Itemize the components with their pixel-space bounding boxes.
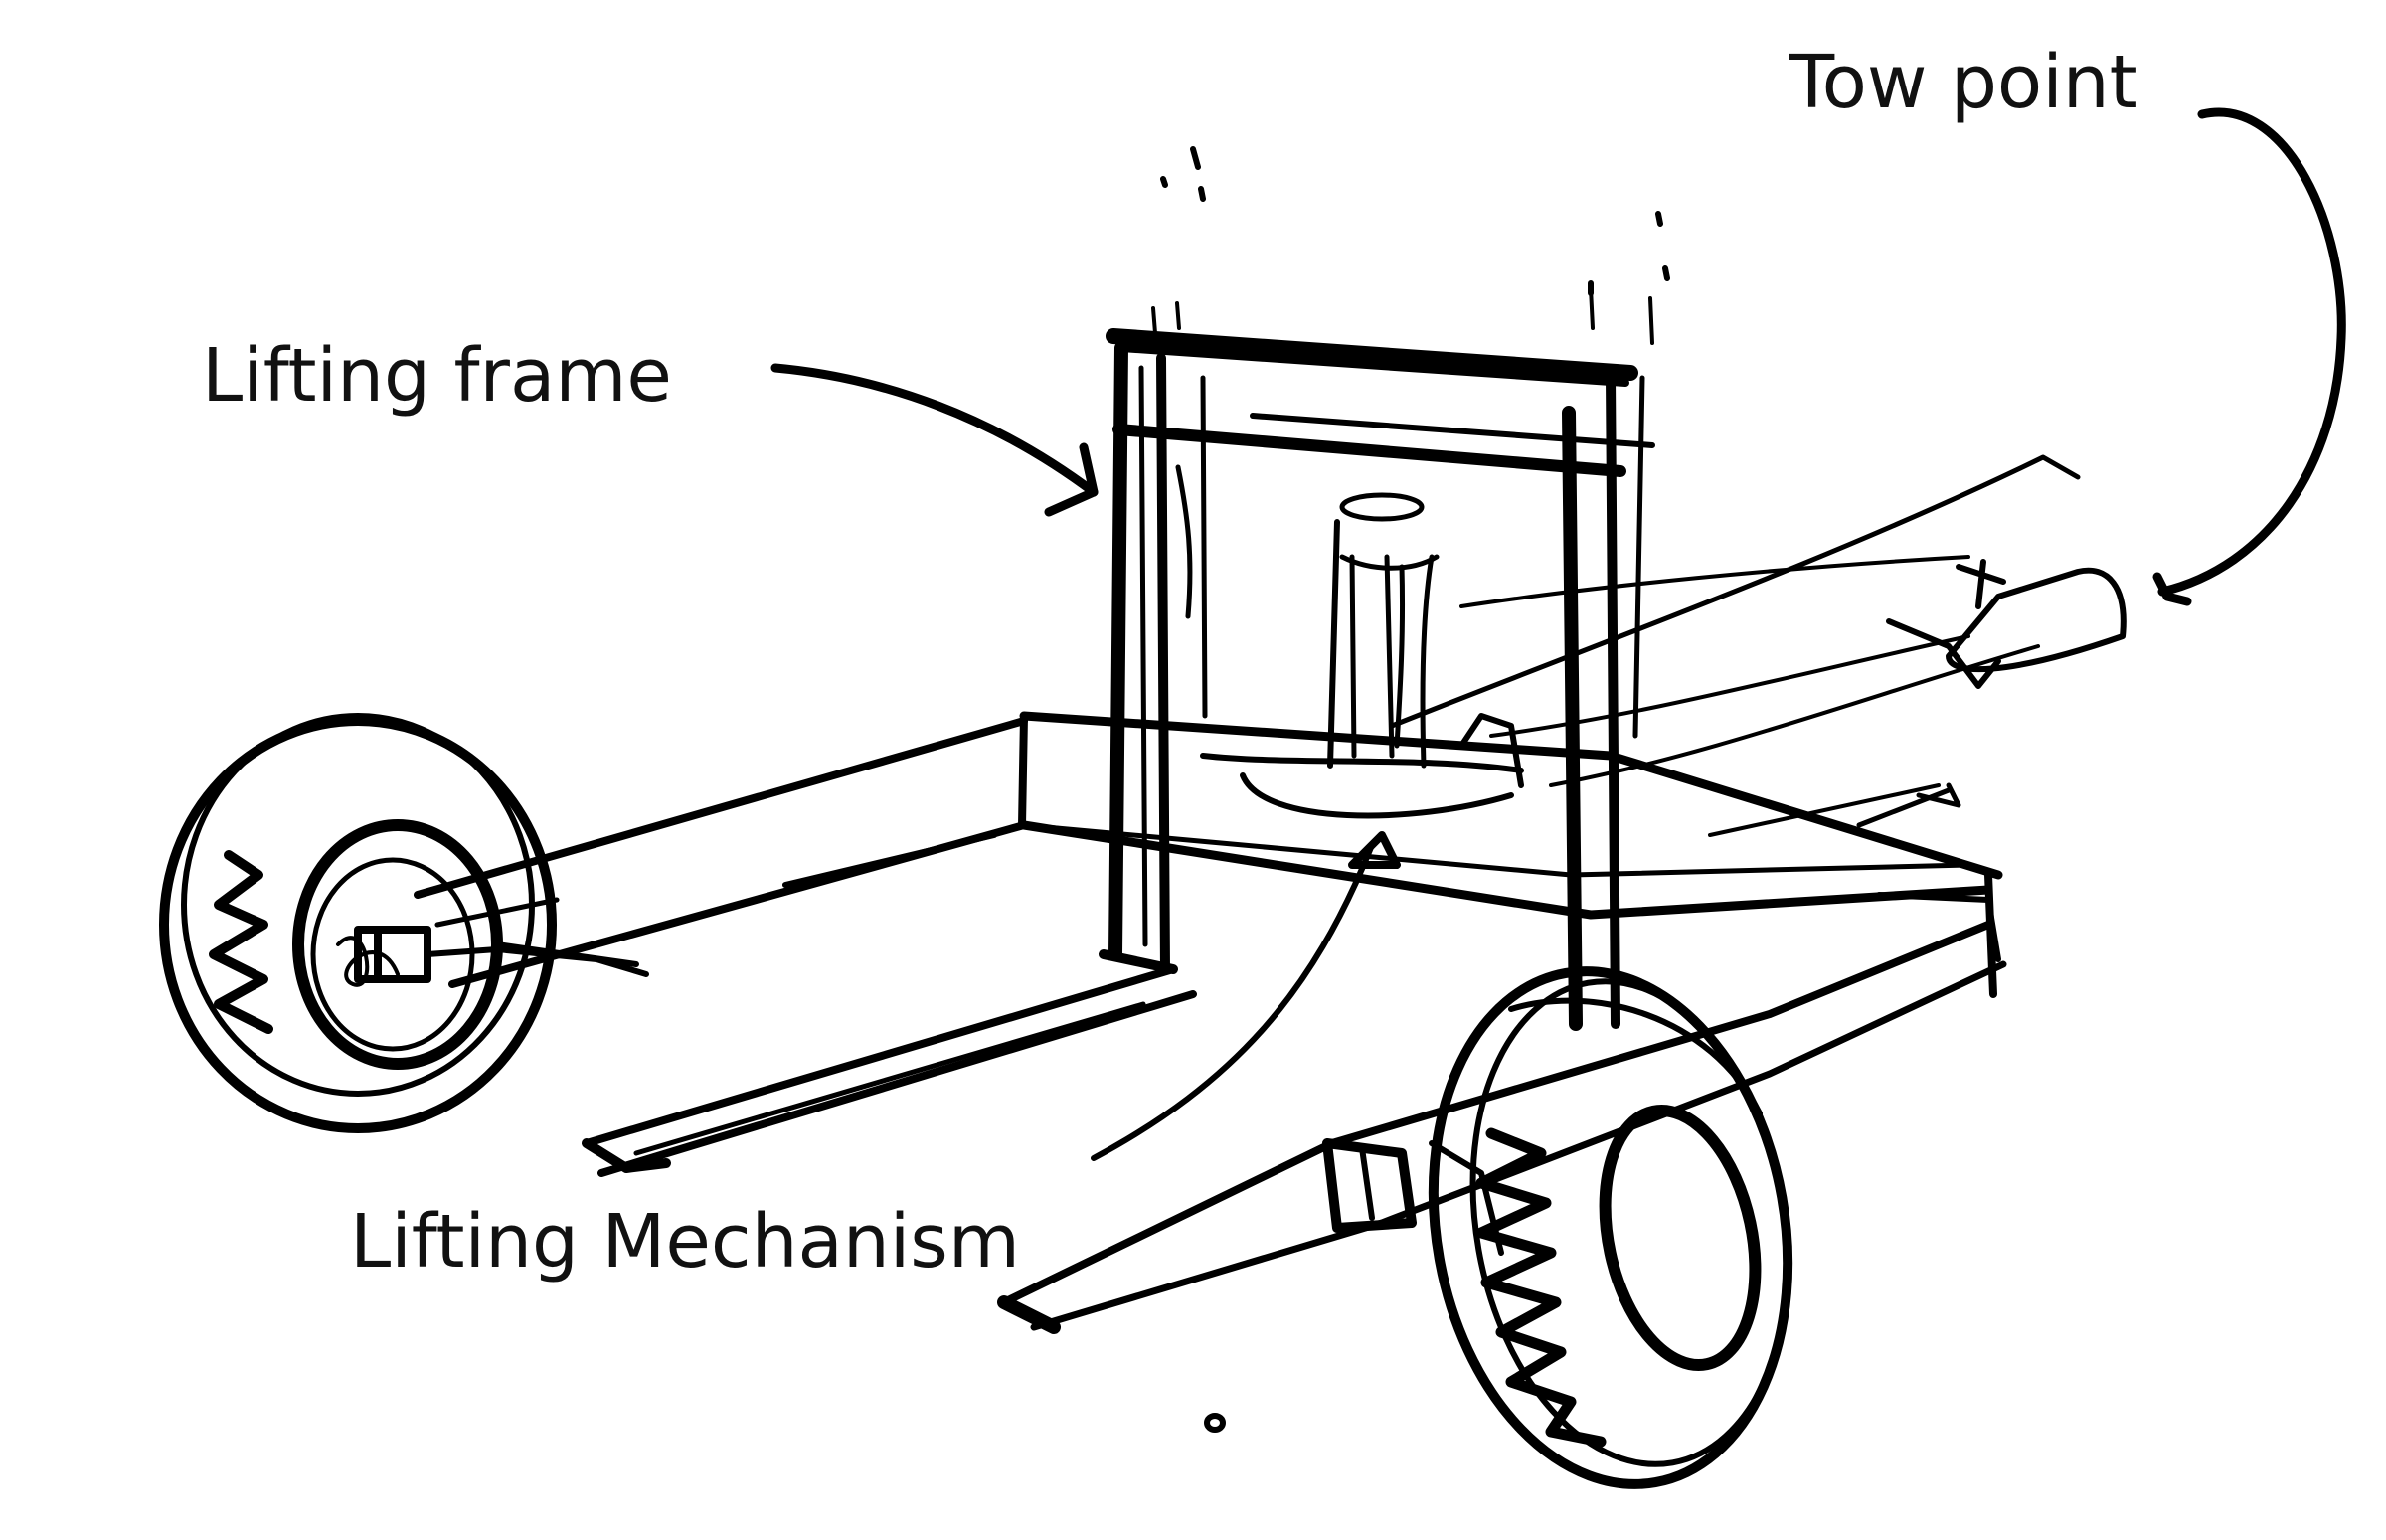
rear-crossbar-end [1018,712,1028,829]
left-wheel [159,713,649,1133]
right-wheel-tread [1475,1127,1607,1448]
right-wheel-rim [1599,1104,1762,1372]
frame-left-post [1108,341,1128,961]
right-fork-tip [997,1295,1061,1334]
left-axle-arm-top [414,717,1028,899]
drawbar-hitch-clamp [1886,618,2001,689]
lifting-frame-arrowhead [1044,442,1099,517]
drawbar-structure [1389,454,2127,837]
left-wheel-axle-2 [434,897,560,928]
stray-marks [1204,1413,1226,1433]
lift-plate [1240,772,1514,819]
right-wheel-top-arc [1508,997,1763,1116]
drawbar-hitch-pin [1956,559,2006,609]
right-wheel-hub-line [1429,1140,1504,1256]
frame-right-post-inner [1606,373,1620,1029]
frame-right-post-thin [1632,375,1645,739]
frame-top-bar-shadow [1117,344,1629,387]
rear-crossbar-mid [1021,822,1971,878]
lift-plate-top [1200,753,1524,773]
right-rail-outer [1876,892,2001,962]
left-wheel-rim-inner [310,857,475,1052]
frame-second-bar-inner [1250,413,1655,448]
left-fork-inner [633,1001,1146,1156]
lifting-frame-arrow [770,363,1099,497]
left-wheel-axle [425,946,649,977]
drawbar-mid [1459,555,1970,608]
right-axle-box-inner [1359,1145,1375,1221]
lift-bracket [1458,713,1524,788]
right-wheel [1428,966,1793,1489]
lifting-mechanism-label: Lifting Mechanism [350,1199,1020,1284]
tow-point-label: Tow point [1790,40,2138,125]
lifting-mechanism-arrow [1091,842,1375,1161]
lift-cylinder-top [1339,492,1425,522]
left-wheel-outer-tire [159,716,557,1133]
left-fork-bottom [597,990,1197,1177]
frame-top-ticks-right [1589,286,1654,345]
drawbar-hitch-head [1946,567,2127,673]
drawbar-cross-arrow-2 [1708,783,1941,837]
lifting-mechanism-structure [1200,492,1524,819]
lifting-mechanism-arrowhead [1348,831,1401,869]
right-wheel-outer-edge [1469,978,1791,1467]
drawbar-cross-arrow [1856,782,1961,828]
tow-point-arrowhead [2152,572,2192,606]
right-fork-bottom [1030,960,2007,1331]
lifting-frame-structure [1099,146,1670,1031]
rear-crossbar-top [1019,711,2003,880]
stray-dot [1204,1413,1226,1433]
frame-left-post-thin [1138,365,1148,947]
frame-dots-top [1160,146,1670,296]
lift-cylinder-lip [1339,554,1440,571]
frame-top-ticks-left [1151,301,1181,335]
left-wheel-rim [292,819,503,1070]
tow-point-arrow [2157,107,2346,597]
left-wheel-tread [209,850,273,1034]
left-fork-tip [582,1138,671,1173]
frame-left-post-inner [1156,353,1170,974]
left-wheel-hub-scribble [336,936,400,987]
right-fork-top [1000,921,1992,1306]
drawbar-lower [1489,634,1970,738]
lifting-frame-label: Lifting frame [202,333,672,419]
frame-left-post-extra [1200,375,1208,719]
rear-crossbar-bottom [1019,820,1993,920]
chassis-structure [414,711,2007,1334]
lift-cylinder-right [1420,554,1435,769]
annotation-arrows [770,107,2346,1161]
lift-cylinder-left [1327,519,1340,769]
left-rail-inner [782,832,997,888]
frame-left-post-brace [1175,464,1193,619]
right-axle-box [1322,1138,1417,1233]
drawbar-upper [1389,454,2081,729]
frame-foot-left [1099,949,1178,974]
right-rail-end [1984,871,1997,998]
frame-top-bar [1106,328,1638,381]
lift-cylinder-body [1349,554,1406,759]
frame-right-post [1562,406,1583,1031]
left-fork-top [583,965,1177,1147]
